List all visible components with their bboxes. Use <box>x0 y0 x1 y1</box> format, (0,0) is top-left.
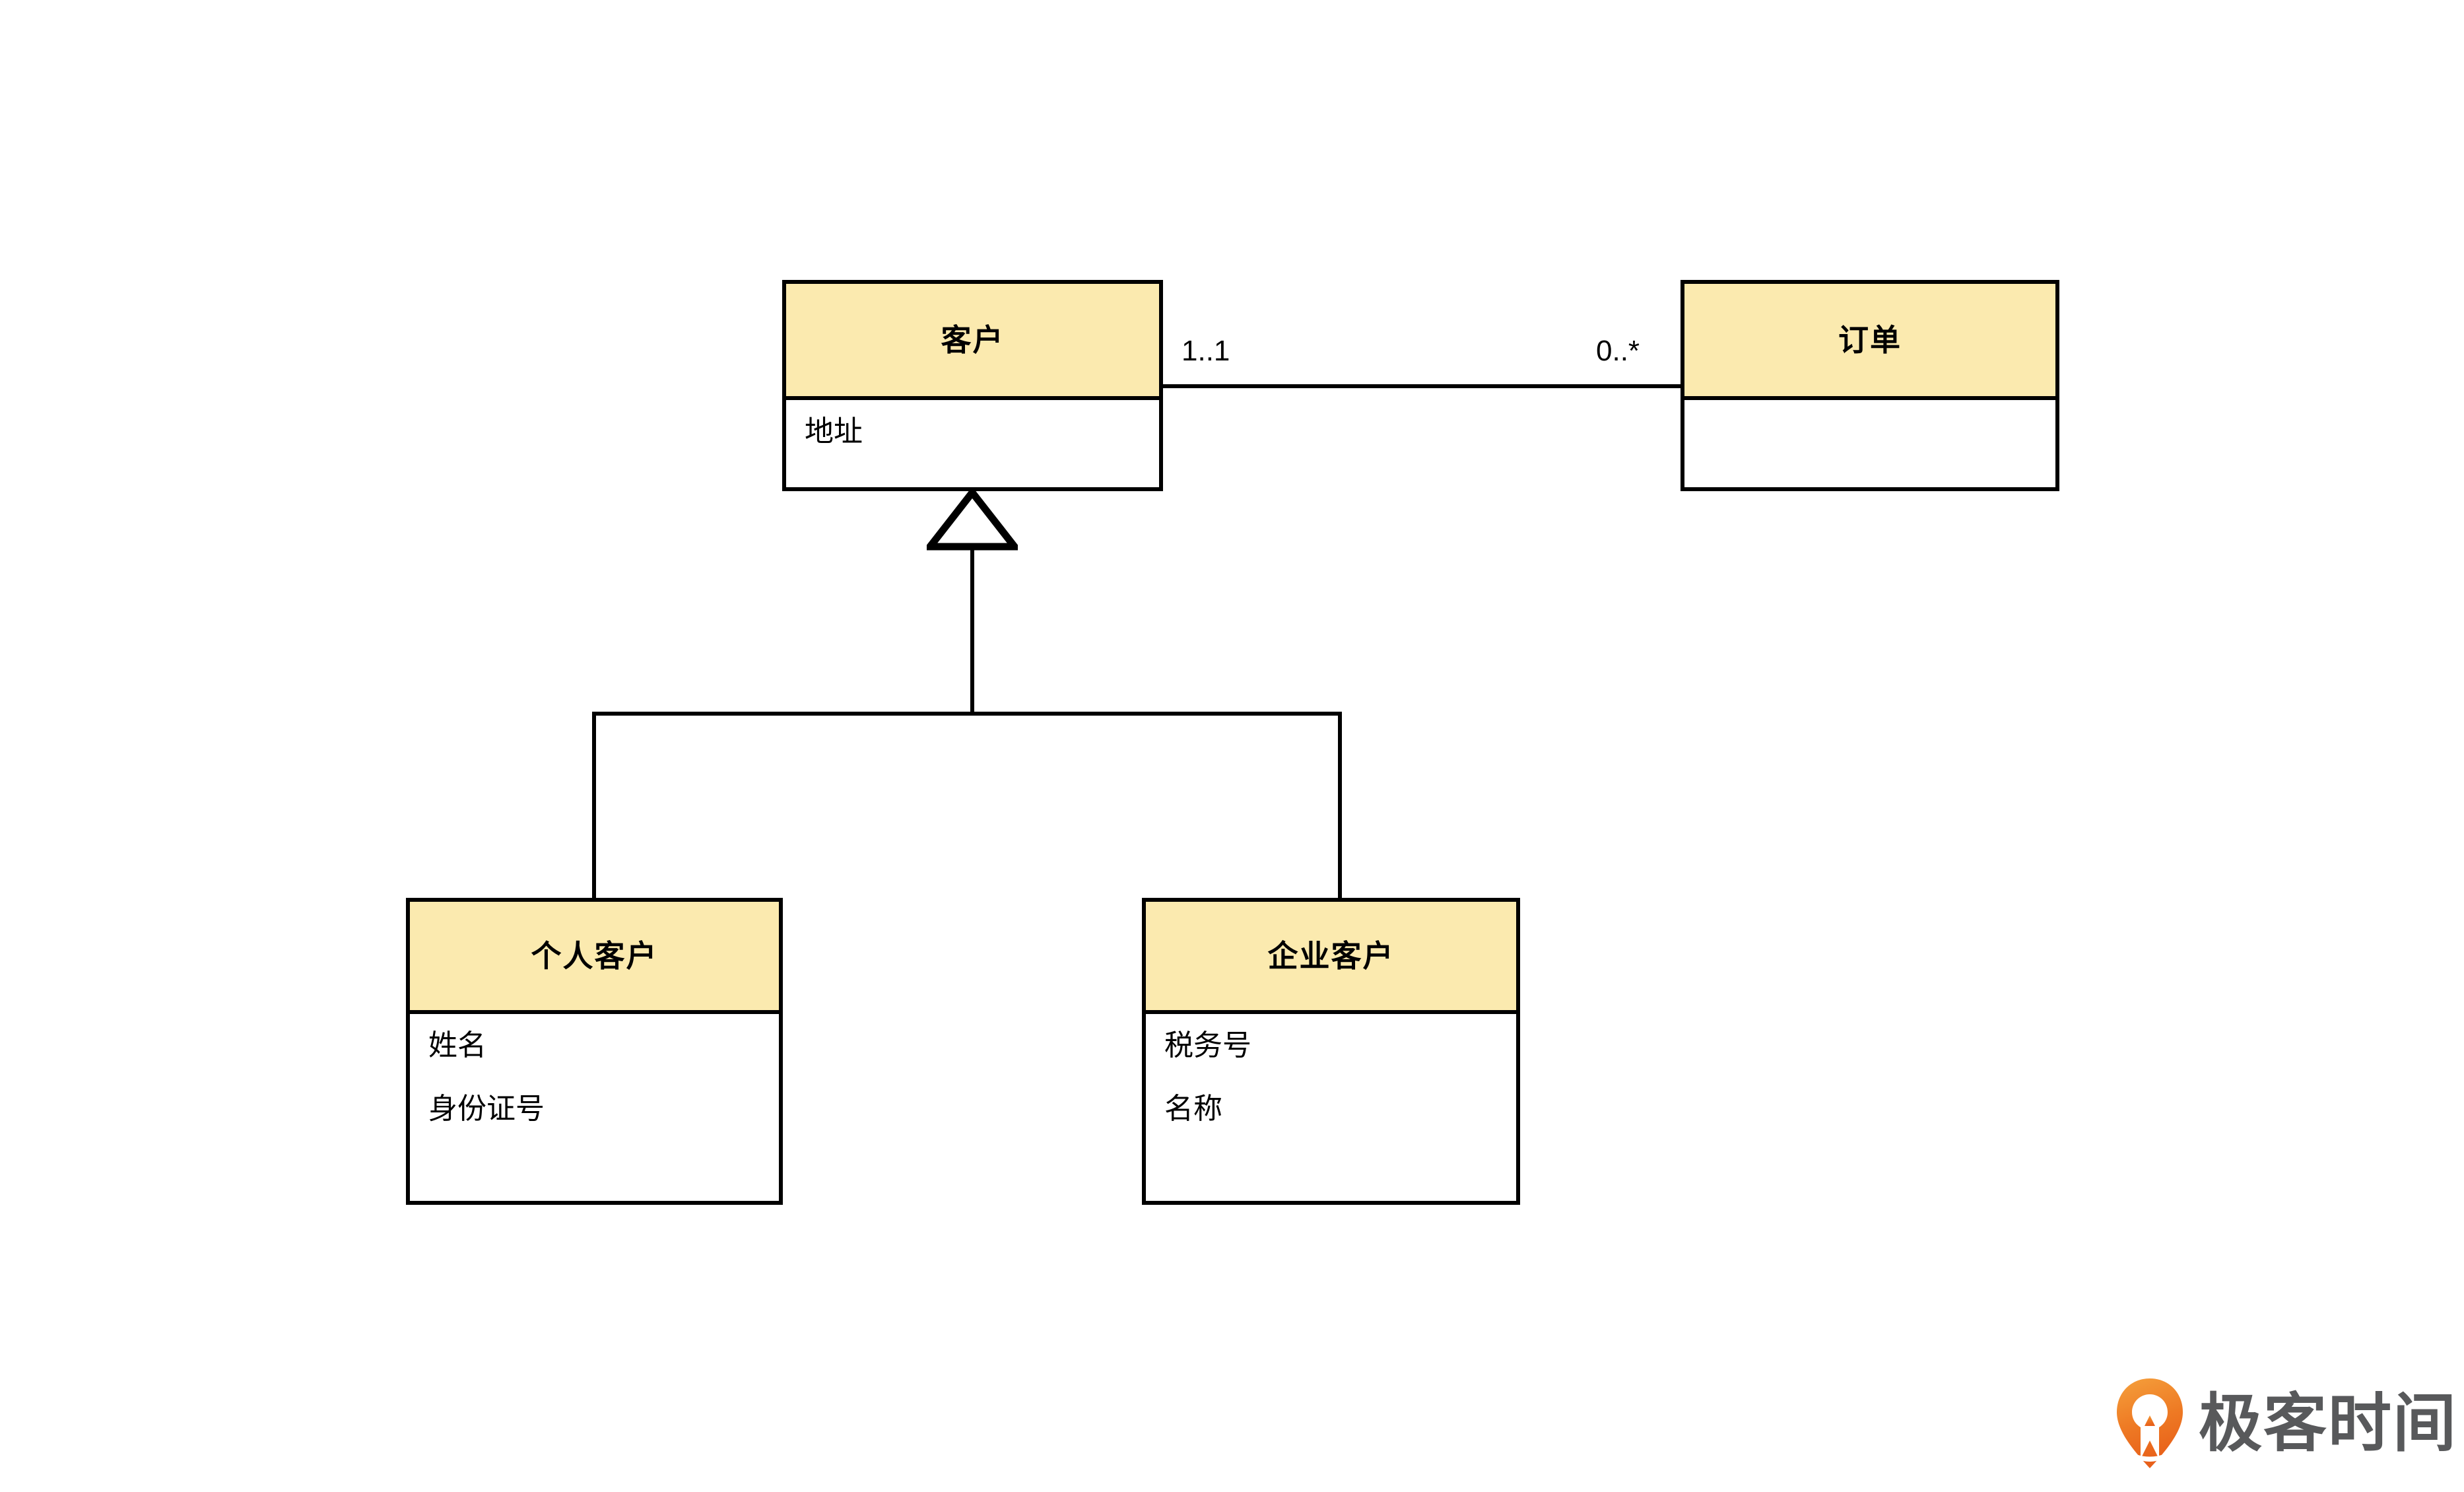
class-attribute: 地址 <box>805 415 863 448</box>
class-attributes-order <box>1684 400 2055 487</box>
class-name-customer: 客户 <box>786 284 1159 400</box>
class-box-customer[interactable]: 客户 地址 <box>782 280 1163 491</box>
class-box-enterprise-customer[interactable]: 企业客户 税务号 名称 <box>1142 898 1520 1205</box>
generalization-branch-individual <box>592 712 596 900</box>
association-line-customer-order <box>1163 384 1681 388</box>
generalization-branch-enterprise <box>1338 712 1342 900</box>
class-attributes-individual-customer: 姓名 身份证号 <box>410 1014 779 1201</box>
class-attribute: 名称 <box>1164 1093 1222 1125</box>
class-attributes-customer: 地址 <box>786 400 1159 487</box>
class-box-order[interactable]: 订单 <box>1681 280 2059 491</box>
class-name-enterprise-customer: 企业客户 <box>1146 902 1516 1014</box>
geektime-logo-icon <box>2117 1378 2183 1468</box>
generalization-stem-vertical <box>970 544 974 716</box>
class-attribute: 身份证号 <box>428 1093 545 1125</box>
class-attribute: 税务号 <box>1164 1029 1251 1062</box>
multiplicity-label-target: 0..* <box>1596 335 1640 367</box>
brand-name: 极客时间 <box>2199 1388 2457 1459</box>
class-attribute: 姓名 <box>428 1029 486 1062</box>
multiplicity-label-source: 1..1 <box>1182 335 1230 367</box>
class-name-order: 订单 <box>1684 284 2055 400</box>
brand-logo: 极客时间 <box>2115 1377 2457 1471</box>
class-attributes-enterprise-customer: 税务号 名称 <box>1146 1014 1516 1201</box>
class-name-individual-customer: 个人客户 <box>410 902 779 1014</box>
generalization-fork-bar <box>592 712 1342 716</box>
class-box-individual-customer[interactable]: 个人客户 姓名 身份证号 <box>406 898 783 1205</box>
generalization-triangle-icon <box>927 489 1018 551</box>
